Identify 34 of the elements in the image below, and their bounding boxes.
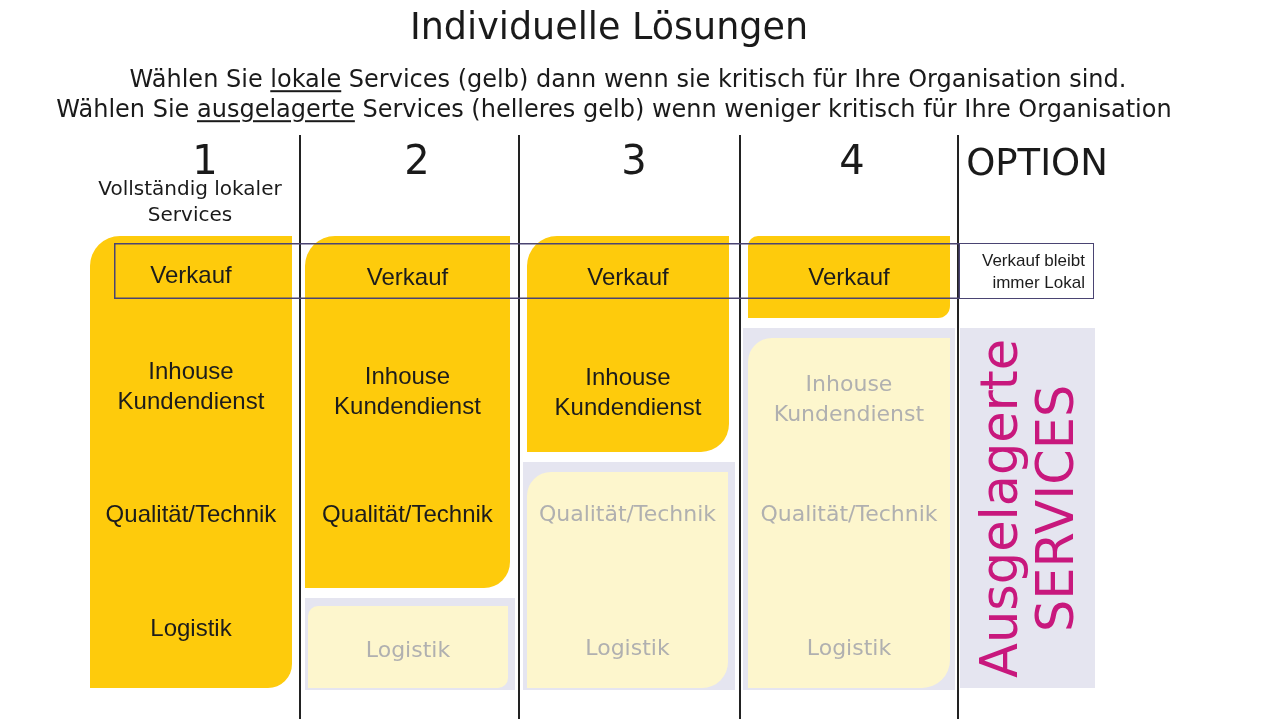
service-label: Logistik <box>150 613 232 643</box>
service-label: Verkauf <box>587 262 669 292</box>
service-label: Verkauf <box>808 262 890 292</box>
service-label: Verkauf <box>150 260 232 290</box>
column-number: 4 <box>839 137 865 183</box>
diagram-title: Individuelle Lösungen <box>409 6 809 48</box>
service-label: Qualität/Technik <box>105 499 277 529</box>
outsourced-service-block <box>308 606 508 688</box>
column-heading: OPTION <box>966 141 1108 185</box>
local-service-block <box>527 236 729 452</box>
column-number: 3 <box>621 137 647 183</box>
local-service-block <box>305 236 510 588</box>
note-box <box>959 243 1094 299</box>
column-subtitle: Vollständig lokaler Services <box>97 175 283 227</box>
instruction-text: Wählen Sie ausgelagerte Services (helleres gelb) wenn weniger kritisch für Ihre Organisation <box>56 96 1172 124</box>
service-label: Qualität/Technik <box>538 500 717 529</box>
service-label: Inhouse Kundendienst <box>333 361 482 421</box>
service-label: Inhouse Kundendienst <box>772 370 926 428</box>
service-label: Inhouse Kundendienst <box>553 362 703 422</box>
service-label: Logistik <box>806 634 892 663</box>
service-label: Qualität/Technik <box>322 499 493 529</box>
local-service-block <box>748 236 950 318</box>
service-label: Verkauf <box>366 262 449 292</box>
vertical-heading: Ausgelagerte SERVICES <box>971 337 1084 680</box>
service-label: Logistik <box>365 636 451 665</box>
column-number: 2 <box>404 137 430 183</box>
outsourced-area <box>960 328 1095 688</box>
instruction-text: Wählen Sie lokale Services (gelb) dann wenn sie kritisch für Ihre Organisation sind. <box>129 66 1127 94</box>
service-label: Inhouse Kundendienst <box>116 356 266 416</box>
note-text: Verkauf bleibt immer Lokal <box>981 249 1085 294</box>
local-service-block <box>90 236 292 688</box>
service-label: Logistik <box>585 634 670 663</box>
service-label: Qualität/Technik <box>760 500 938 529</box>
outsourced-area <box>305 598 515 690</box>
